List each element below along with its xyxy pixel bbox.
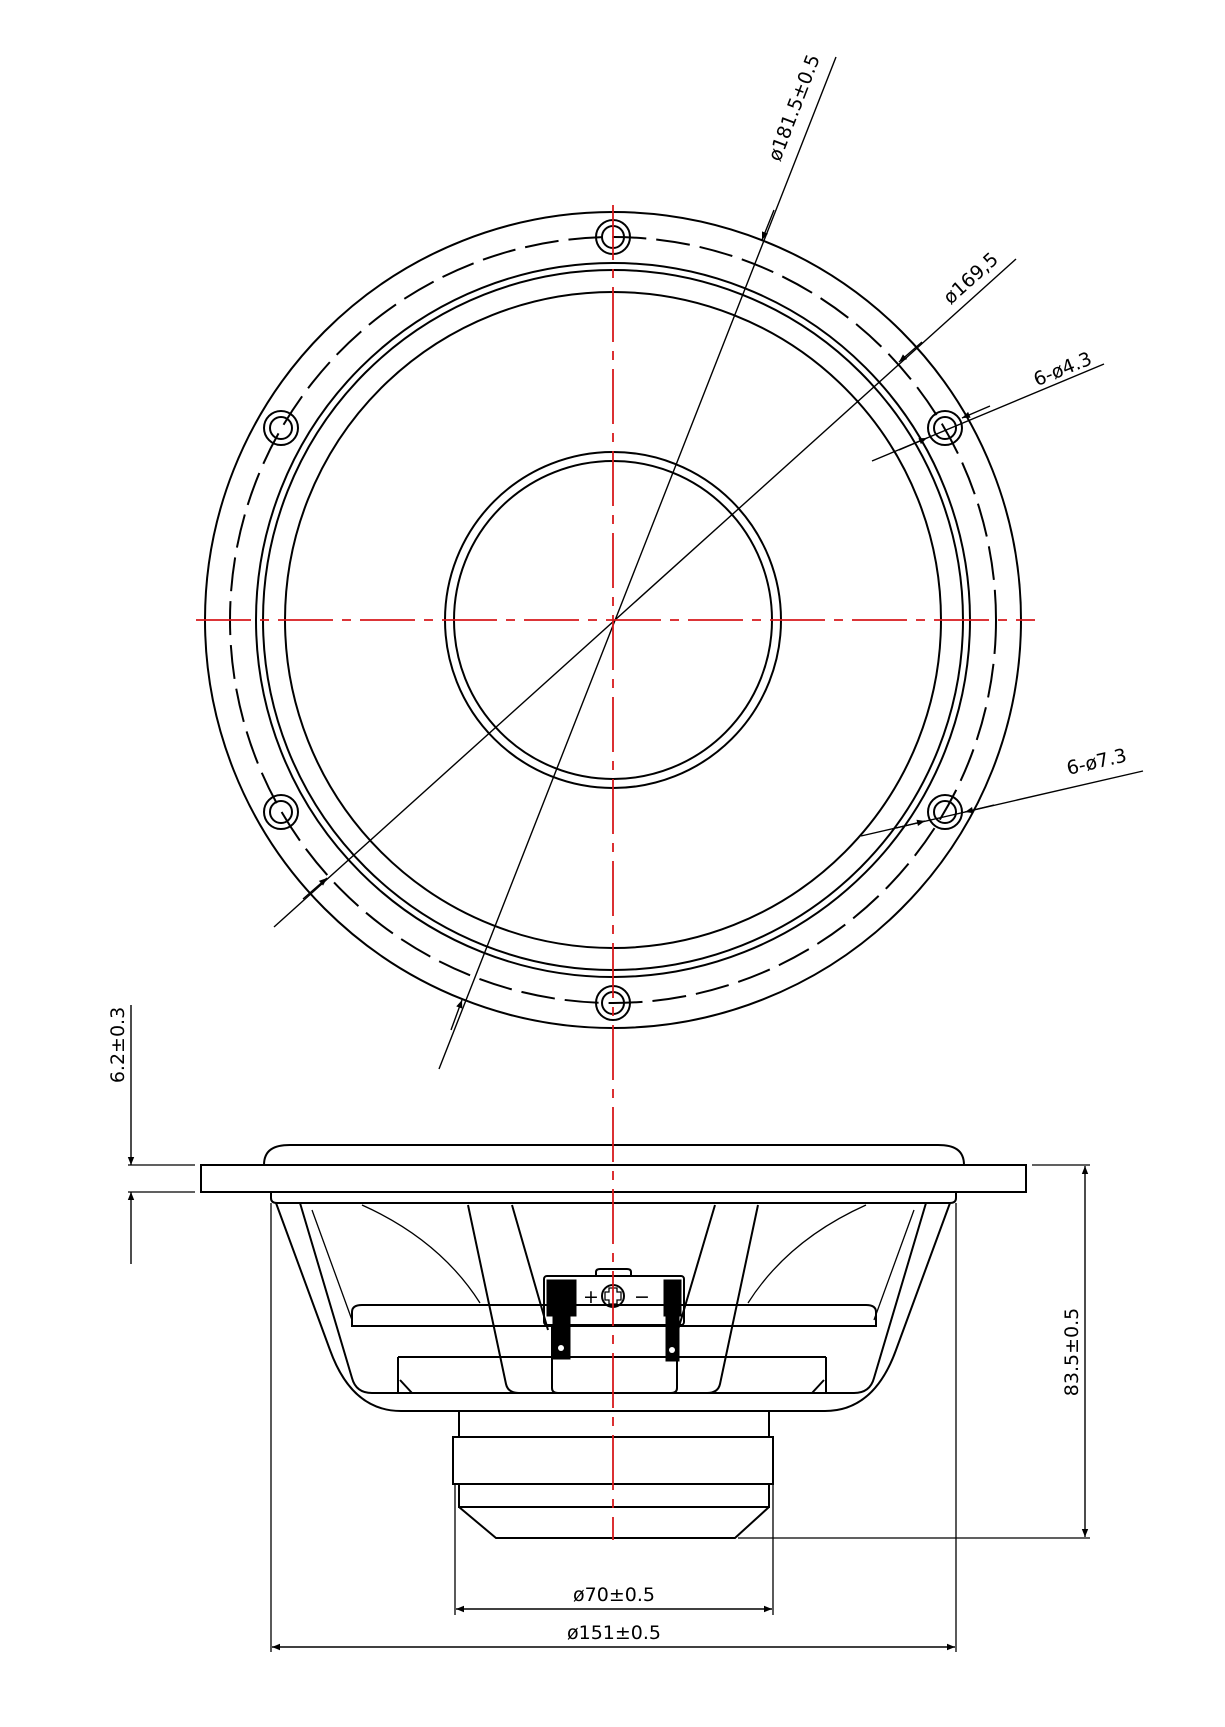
dimension-small-holes: 6-ø4.3 xyxy=(871,348,1105,462)
top-view: ø181.5±0.5 ø169,5 6-ø4.3 6-ø7.3 xyxy=(204,52,1144,1070)
mounting-hole xyxy=(927,794,963,830)
arrow-icon xyxy=(302,877,328,900)
dimension-depth: 83.5±0.5 xyxy=(738,1164,1090,1539)
dim-depth-label: 83.5±0.5 xyxy=(1061,1308,1083,1396)
cone-edge-left xyxy=(311,1209,353,1321)
arrow-icon xyxy=(450,999,463,1031)
back-plate xyxy=(458,1483,770,1508)
dim-small-holes-label: 6-ø4.3 xyxy=(1030,348,1095,391)
dim-magnet-diameter-label: ø70±0.5 xyxy=(573,1584,655,1606)
dim-flange-thickness-label: 6.2±0.3 xyxy=(107,1007,129,1083)
motor-housing xyxy=(397,1356,827,1394)
terminal-tab-negative xyxy=(663,1279,682,1362)
magnet-assembly xyxy=(452,1410,774,1539)
mounting-hole xyxy=(263,794,299,830)
arrow-icon xyxy=(895,819,926,829)
pole-bottom xyxy=(458,1506,770,1539)
terminal-plus-label: + xyxy=(583,1286,599,1308)
top-plate xyxy=(458,1410,770,1438)
mounting-hole xyxy=(927,410,963,446)
gasket xyxy=(263,1144,965,1166)
frame-leg-right xyxy=(677,1204,759,1394)
cone-left xyxy=(361,1204,481,1304)
frame-leg-left xyxy=(467,1204,549,1394)
dimension-outer-diameter: ø181.5±0.5 xyxy=(438,52,837,1070)
dim-basket-diameter-label: ø151±0.5 xyxy=(567,1622,661,1644)
spider-plate xyxy=(351,1304,877,1327)
dimension-magnet-diameter: ø70±0.5 xyxy=(454,1484,774,1615)
dim-large-holes-label: 6-ø7.3 xyxy=(1065,745,1129,780)
terminal-minus-label: − xyxy=(634,1286,650,1308)
arrow-icon xyxy=(898,341,923,363)
arrow-icon xyxy=(964,804,995,814)
terminal-tab-positive xyxy=(546,1279,577,1360)
dimension-flange-thickness: 6.2±0.3 xyxy=(107,1005,195,1264)
arrow-icon xyxy=(898,437,928,451)
dimension-basket-diameter: ø151±0.5 xyxy=(270,1203,957,1652)
cone-edge-right xyxy=(873,1209,915,1321)
arrow-icon xyxy=(761,209,775,241)
arrow-icon xyxy=(961,405,991,419)
terminal-block: + − xyxy=(543,1268,685,1394)
cone-right xyxy=(747,1204,867,1304)
side-view: + − 6.2±0.3 83.5±0.5 xyxy=(107,1005,1090,1652)
dimension-large-holes: 6-ø7.3 xyxy=(860,745,1144,837)
mounting-hole xyxy=(263,410,299,446)
